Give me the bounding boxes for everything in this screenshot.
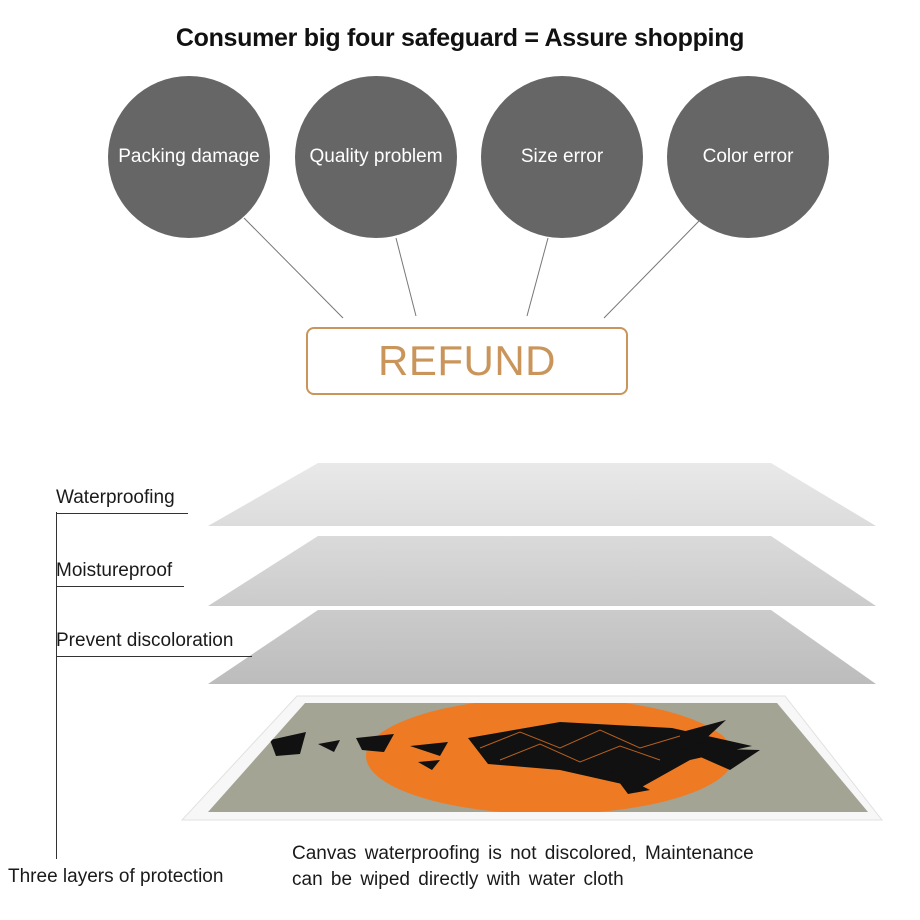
safeguard-circle-color-error: Color error [667,76,829,238]
canvas-artwork [208,703,868,812]
discoloration-layer [208,610,876,684]
caption-line-2: can be wiped directly with water cloth [292,869,624,890]
connector-line [603,219,701,319]
origami-fox-icon [270,720,760,794]
circle-label: Size error [520,146,604,167]
refund-box: REFUND [306,327,628,395]
layer-label-waterproofing: Waterproofing [56,487,188,514]
refund-label: REFUND [378,337,556,384]
waterproofing-layer [208,463,876,526]
protection-layers-illustration [180,463,884,821]
connector-line [243,217,344,319]
layer-label-moistureproof: Moistureproof [56,560,184,587]
canvas-caption: Canvas waterproofing is not discolored, … [292,841,754,893]
connector-line [395,237,417,317]
circle-label: Color error [702,146,794,167]
three-layers-label: Three layers of protection [8,866,224,887]
safeguard-circle-quality-problem: Quality problem [295,76,457,238]
safeguard-circle-size-error: Size error [481,76,643,238]
caption-line-1: Canvas waterproofing is not discolored, … [292,843,754,864]
connector-line [526,237,549,317]
layers-bracket-line [56,512,57,859]
circle-label: Quality problem [309,146,443,167]
circle-label: Packing damage [118,146,260,167]
safeguard-circle-packing-damage: Packing damage [108,76,270,238]
moistureproof-layer [208,536,876,606]
layer-label-prevent-discoloration: Prevent discoloration [56,630,252,657]
page-title: Consumer big four safeguard = Assure sho… [175,24,745,52]
